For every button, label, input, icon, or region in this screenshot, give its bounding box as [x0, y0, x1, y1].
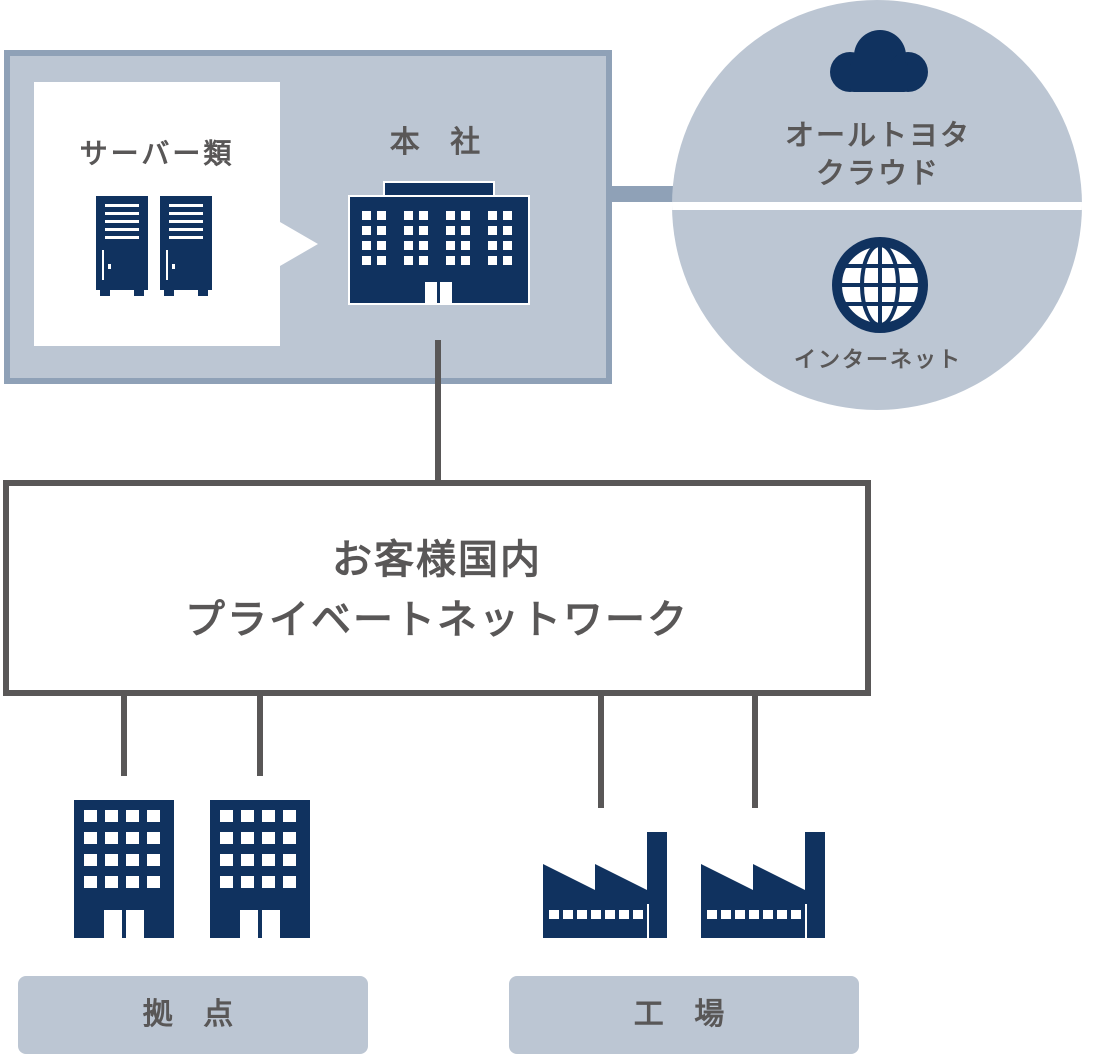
- cloud-label-line1: オールトヨタ: [784, 118, 971, 152]
- server-panel: [34, 82, 280, 346]
- factory-label-pill: [509, 976, 859, 1054]
- office-building-icon: [210, 800, 310, 938]
- private-network-line2: プライベートネットワーク: [185, 597, 689, 643]
- server-panel-pointer: [280, 222, 318, 266]
- globe-icon: [832, 237, 928, 333]
- site-label-pill: [18, 976, 368, 1054]
- site-connector: [121, 694, 127, 776]
- headquarters-label: 本 社: [389, 125, 491, 160]
- cloud-label: オールトヨタ クラウド: [740, 116, 1016, 192]
- private-network-line1: お客様国内: [332, 537, 542, 583]
- site-label: 拠 点: [142, 997, 244, 1032]
- factory-icon: [701, 832, 825, 938]
- office-building-icon: [74, 800, 174, 938]
- factory-label: 工 場: [633, 997, 735, 1032]
- private-network-box: [3, 480, 871, 696]
- site-connector: [257, 694, 263, 776]
- server-rack-icon: [96, 196, 212, 296]
- factory-icon: [543, 832, 667, 938]
- cloud-label-line2: クラウド: [815, 156, 940, 190]
- circle-divider: [672, 202, 1082, 210]
- hq-network-connector: [435, 340, 441, 482]
- private-network-label: お客様国内 プライベートネットワーク: [3, 530, 871, 650]
- server-label: サーバー類: [79, 137, 235, 170]
- office-building-icon: [348, 181, 530, 305]
- factory-connector: [752, 694, 758, 808]
- internet-label: インターネット: [793, 348, 962, 373]
- cloud-icon: [830, 30, 928, 92]
- factory-connector: [598, 694, 604, 808]
- hq-cloud-connector: [606, 186, 676, 202]
